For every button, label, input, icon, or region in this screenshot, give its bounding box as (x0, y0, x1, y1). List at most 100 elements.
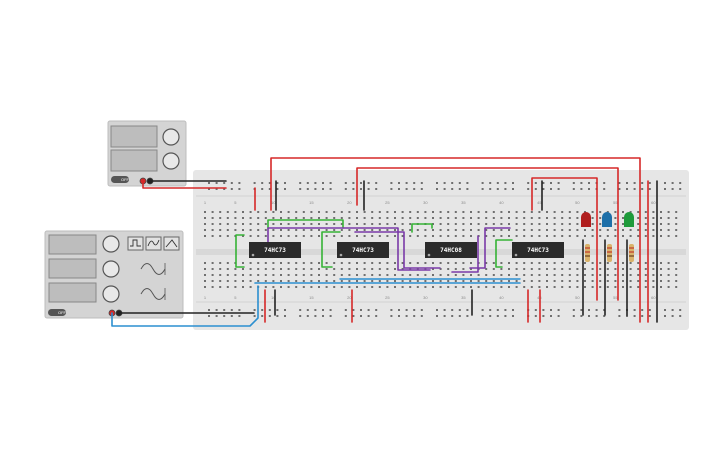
breadboard-hole[interactable] (211, 223, 214, 225)
breadboard-hole[interactable] (420, 188, 423, 190)
wire-vcc-bus-right[interactable] (531, 177, 598, 301)
wire-purple-2[interactable] (354, 231, 441, 269)
breadboard-hole[interactable] (322, 188, 324, 190)
breadboard-hole[interactable] (223, 182, 226, 184)
breadboard-hole[interactable] (637, 211, 640, 213)
breadboard-hole[interactable] (394, 268, 396, 270)
breadboard-hole[interactable] (432, 211, 434, 213)
breadboard-hole[interactable] (302, 268, 305, 270)
breadboard-hole[interactable] (371, 286, 374, 288)
wire-purple-1[interactable] (267, 227, 431, 271)
breadboard-hole[interactable] (401, 217, 404, 219)
breadboard-hole[interactable] (264, 262, 267, 264)
breadboard-hole[interactable] (572, 188, 575, 190)
wire-vcc-bus-top[interactable] (270, 157, 641, 323)
breadboard-hole[interactable] (249, 211, 252, 213)
breadboard-hole[interactable] (458, 182, 461, 184)
breadboard-hole[interactable] (671, 315, 674, 317)
breadboard-hole[interactable] (599, 280, 602, 282)
breadboard-hole[interactable] (295, 262, 298, 264)
breadboard-hole[interactable] (272, 262, 275, 264)
breadboard-hole[interactable] (280, 280, 282, 282)
breadboard-hole[interactable] (515, 262, 518, 264)
breadboard-hole[interactable] (268, 182, 271, 184)
breadboard-hole[interactable] (204, 280, 206, 282)
breadboard-hole[interactable] (378, 280, 381, 282)
breadboard-hole[interactable] (409, 286, 412, 288)
breadboard-hole[interactable] (664, 188, 666, 190)
breadboard-hole[interactable] (322, 182, 324, 184)
breadboard-hole[interactable] (595, 315, 598, 317)
breadboard-hole[interactable] (508, 211, 510, 213)
breadboard-hole[interactable] (466, 188, 469, 190)
breadboard-hole[interactable] (356, 217, 358, 219)
breadboard-hole[interactable] (234, 229, 237, 231)
breadboard-hole[interactable] (618, 309, 621, 311)
breadboard-hole[interactable] (439, 262, 442, 264)
breadboard-hole[interactable] (644, 217, 647, 219)
breadboard-hole[interactable] (492, 223, 495, 225)
breadboard-hole[interactable] (329, 309, 332, 311)
breadboard-hole[interactable] (287, 280, 290, 282)
breadboard-hole[interactable] (325, 217, 328, 219)
breadboard-hole[interactable] (340, 217, 343, 219)
breadboard-hole[interactable] (371, 235, 374, 237)
breadboard-hole[interactable] (485, 217, 488, 219)
breadboard-hole[interactable] (416, 268, 419, 270)
breadboard-hole[interactable] (580, 309, 583, 311)
breadboard-hole[interactable] (675, 211, 678, 213)
breadboard-hole[interactable] (306, 315, 309, 317)
breadboard-hole[interactable] (660, 235, 662, 237)
square-wave-button[interactable] (127, 236, 144, 251)
breadboard-hole[interactable] (325, 211, 328, 213)
breadboard-hole[interactable] (394, 211, 396, 213)
breadboard-hole[interactable] (318, 217, 320, 219)
breadboard-hole[interactable] (310, 229, 313, 231)
breadboard-hole[interactable] (219, 229, 222, 231)
breadboard-hole[interactable] (447, 262, 450, 264)
breadboard-hole[interactable] (538, 268, 541, 270)
breadboard-hole[interactable] (500, 229, 503, 231)
breadboard-hole[interactable] (561, 286, 564, 288)
breadboard-hole[interactable] (523, 229, 526, 231)
breadboard-hole[interactable] (530, 280, 533, 282)
breadboard-hole[interactable] (629, 268, 632, 270)
breadboard-hole[interactable] (553, 280, 556, 282)
breadboard-hole[interactable] (211, 217, 214, 219)
breadboard-hole[interactable] (599, 268, 602, 270)
breadboard-hole[interactable] (591, 217, 594, 219)
breadboard-hole[interactable] (208, 309, 210, 311)
breadboard-hole[interactable] (424, 229, 427, 231)
breadboard-hole[interactable] (561, 229, 564, 231)
breadboard-hole[interactable] (454, 274, 457, 276)
breadboard-hole[interactable] (356, 280, 358, 282)
function-generator[interactable]: OFF (44, 230, 184, 319)
breadboard-hole[interactable] (409, 274, 412, 276)
breadboard-hole[interactable] (515, 280, 518, 282)
breadboard-hole[interactable] (344, 182, 347, 184)
breadboard-hole[interactable] (219, 286, 222, 288)
breadboard-hole[interactable] (253, 182, 256, 184)
breadboard-hole[interactable] (257, 280, 260, 282)
breadboard-hole[interactable] (360, 309, 362, 311)
breadboard-hole[interactable] (264, 235, 267, 237)
breadboard-hole[interactable] (401, 280, 404, 282)
breadboard-hole[interactable] (447, 274, 450, 276)
breadboard-hole[interactable] (348, 268, 351, 270)
breadboard-hole[interactable] (523, 211, 526, 213)
breadboard-hole[interactable] (242, 229, 244, 231)
breadboard-hole[interactable] (508, 223, 510, 225)
breadboard-hole[interactable] (424, 274, 427, 276)
breadboard-hole[interactable] (584, 229, 586, 231)
breadboard-hole[interactable] (644, 211, 647, 213)
breadboard-hole[interactable] (572, 309, 575, 311)
breadboard-hole[interactable] (671, 188, 674, 190)
breadboard-hole[interactable] (424, 217, 427, 219)
breadboard-hole[interactable] (534, 188, 537, 190)
breadboard-hole[interactable] (398, 188, 400, 190)
breadboard-hole[interactable] (249, 223, 252, 225)
breadboard-hole[interactable] (447, 223, 450, 225)
breadboard-hole[interactable] (614, 235, 617, 237)
breadboard-hole[interactable] (557, 309, 560, 311)
breadboard-hole[interactable] (557, 188, 560, 190)
